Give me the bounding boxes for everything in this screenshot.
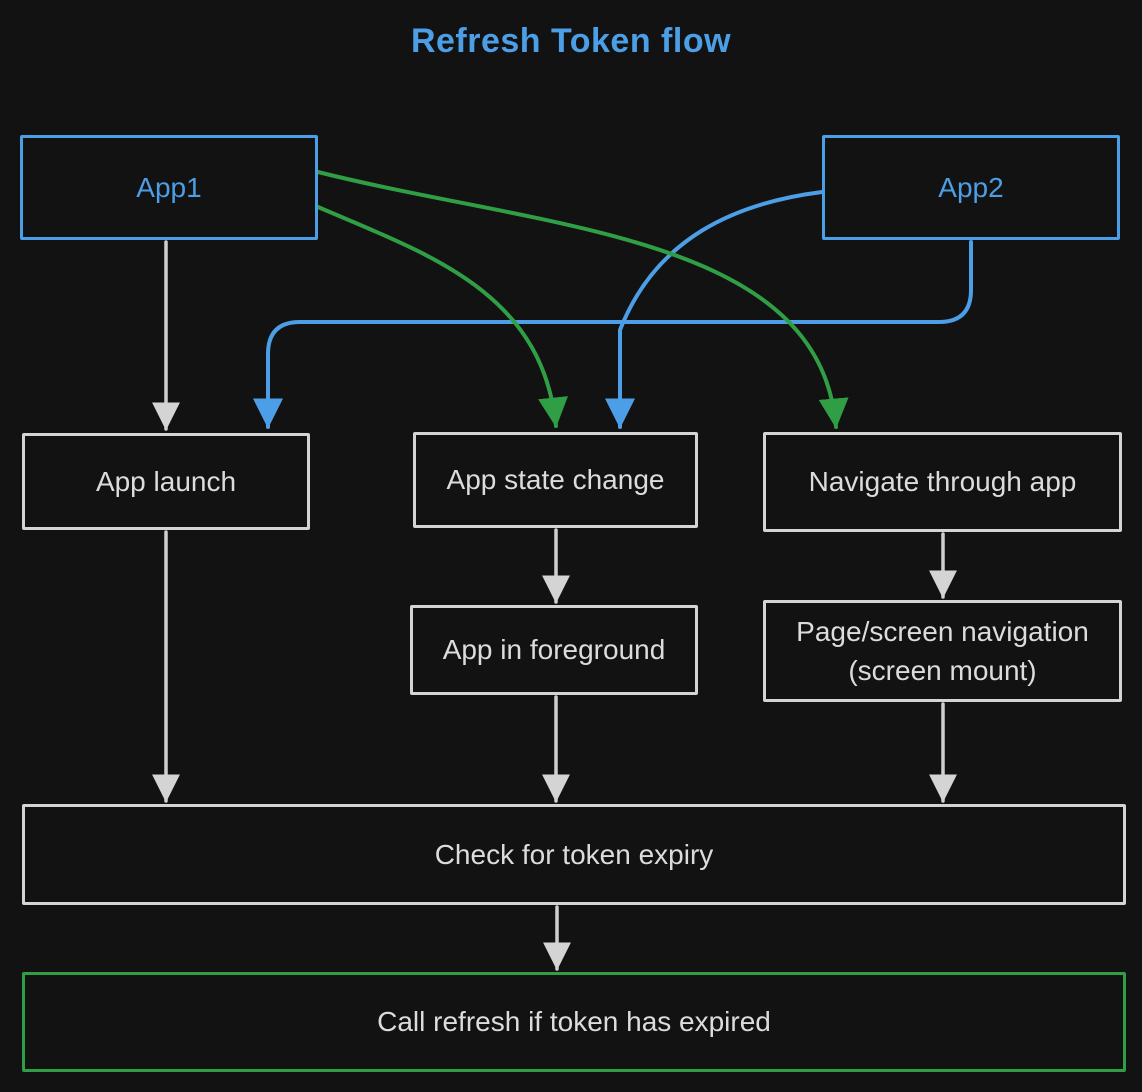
node-app-state-change: App state change (413, 432, 698, 528)
node-check-token-expiry-label: Check for token expiry (434, 838, 714, 870)
node-navigate-through-app-label: Navigate through app (808, 466, 1077, 498)
node-page-screen-navigation: Page/screen navigation (screen mount) (763, 600, 1122, 702)
node-check-token-expiry: Check for token expiry (22, 804, 1126, 905)
edge-app1-to-navigate-through-app (316, 170, 849, 429)
node-call-refresh-label: Call refresh if token has expired (377, 1006, 771, 1038)
edge-app1-to-app-state-change (316, 205, 568, 428)
page-title: Refresh Token flow (410, 22, 732, 60)
node-app1-label: App1 (136, 171, 202, 203)
node-page-screen-navigation-line2: (screen mount) (848, 655, 1037, 686)
node-app2: App2 (822, 135, 1120, 240)
node-app-in-foreground: App in foreground (410, 605, 698, 695)
node-app-in-foreground-label: App in foreground (442, 634, 666, 666)
node-call-refresh: Call refresh if token has expired (22, 972, 1126, 1072)
edge-app2-to-app-launch (253, 240, 973, 429)
node-app2-label: App2 (938, 171, 1004, 203)
node-navigate-through-app: Navigate through app (763, 432, 1122, 532)
node-app-launch-label: App launch (95, 465, 237, 497)
edge-app2-to-app-state-change (605, 190, 824, 429)
node-app-launch: App launch (22, 433, 310, 530)
node-app-state-change-label: App state change (446, 464, 665, 496)
node-page-screen-navigation-line1: Page/screen navigation (796, 615, 1089, 647)
node-app1: App1 (20, 135, 318, 240)
